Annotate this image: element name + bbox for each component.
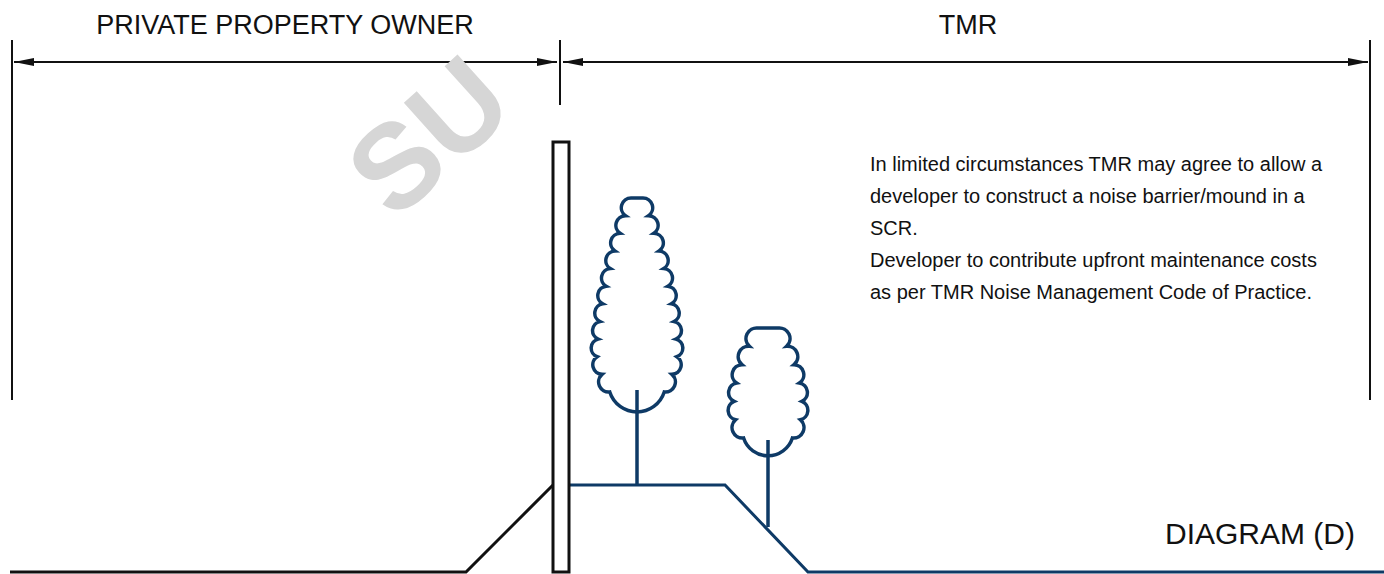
trees	[591, 198, 808, 527]
noise-barrier	[553, 142, 569, 572]
dimension-lines	[12, 40, 1370, 400]
tree-crown	[728, 328, 808, 456]
watermark: SU	[320, 28, 536, 242]
diagram-label: DIAGRAM (D)	[1165, 517, 1355, 551]
region-label: TMR	[939, 10, 997, 41]
tree-crown	[591, 198, 683, 412]
ground-profile	[10, 485, 1384, 572]
note-text: Developer to contribute upfront maintena…	[870, 244, 1330, 308]
region-label: PRIVATE PROPERTY OWNER	[96, 10, 474, 41]
note-text: In limited circumstances TMR may agree t…	[870, 148, 1330, 244]
